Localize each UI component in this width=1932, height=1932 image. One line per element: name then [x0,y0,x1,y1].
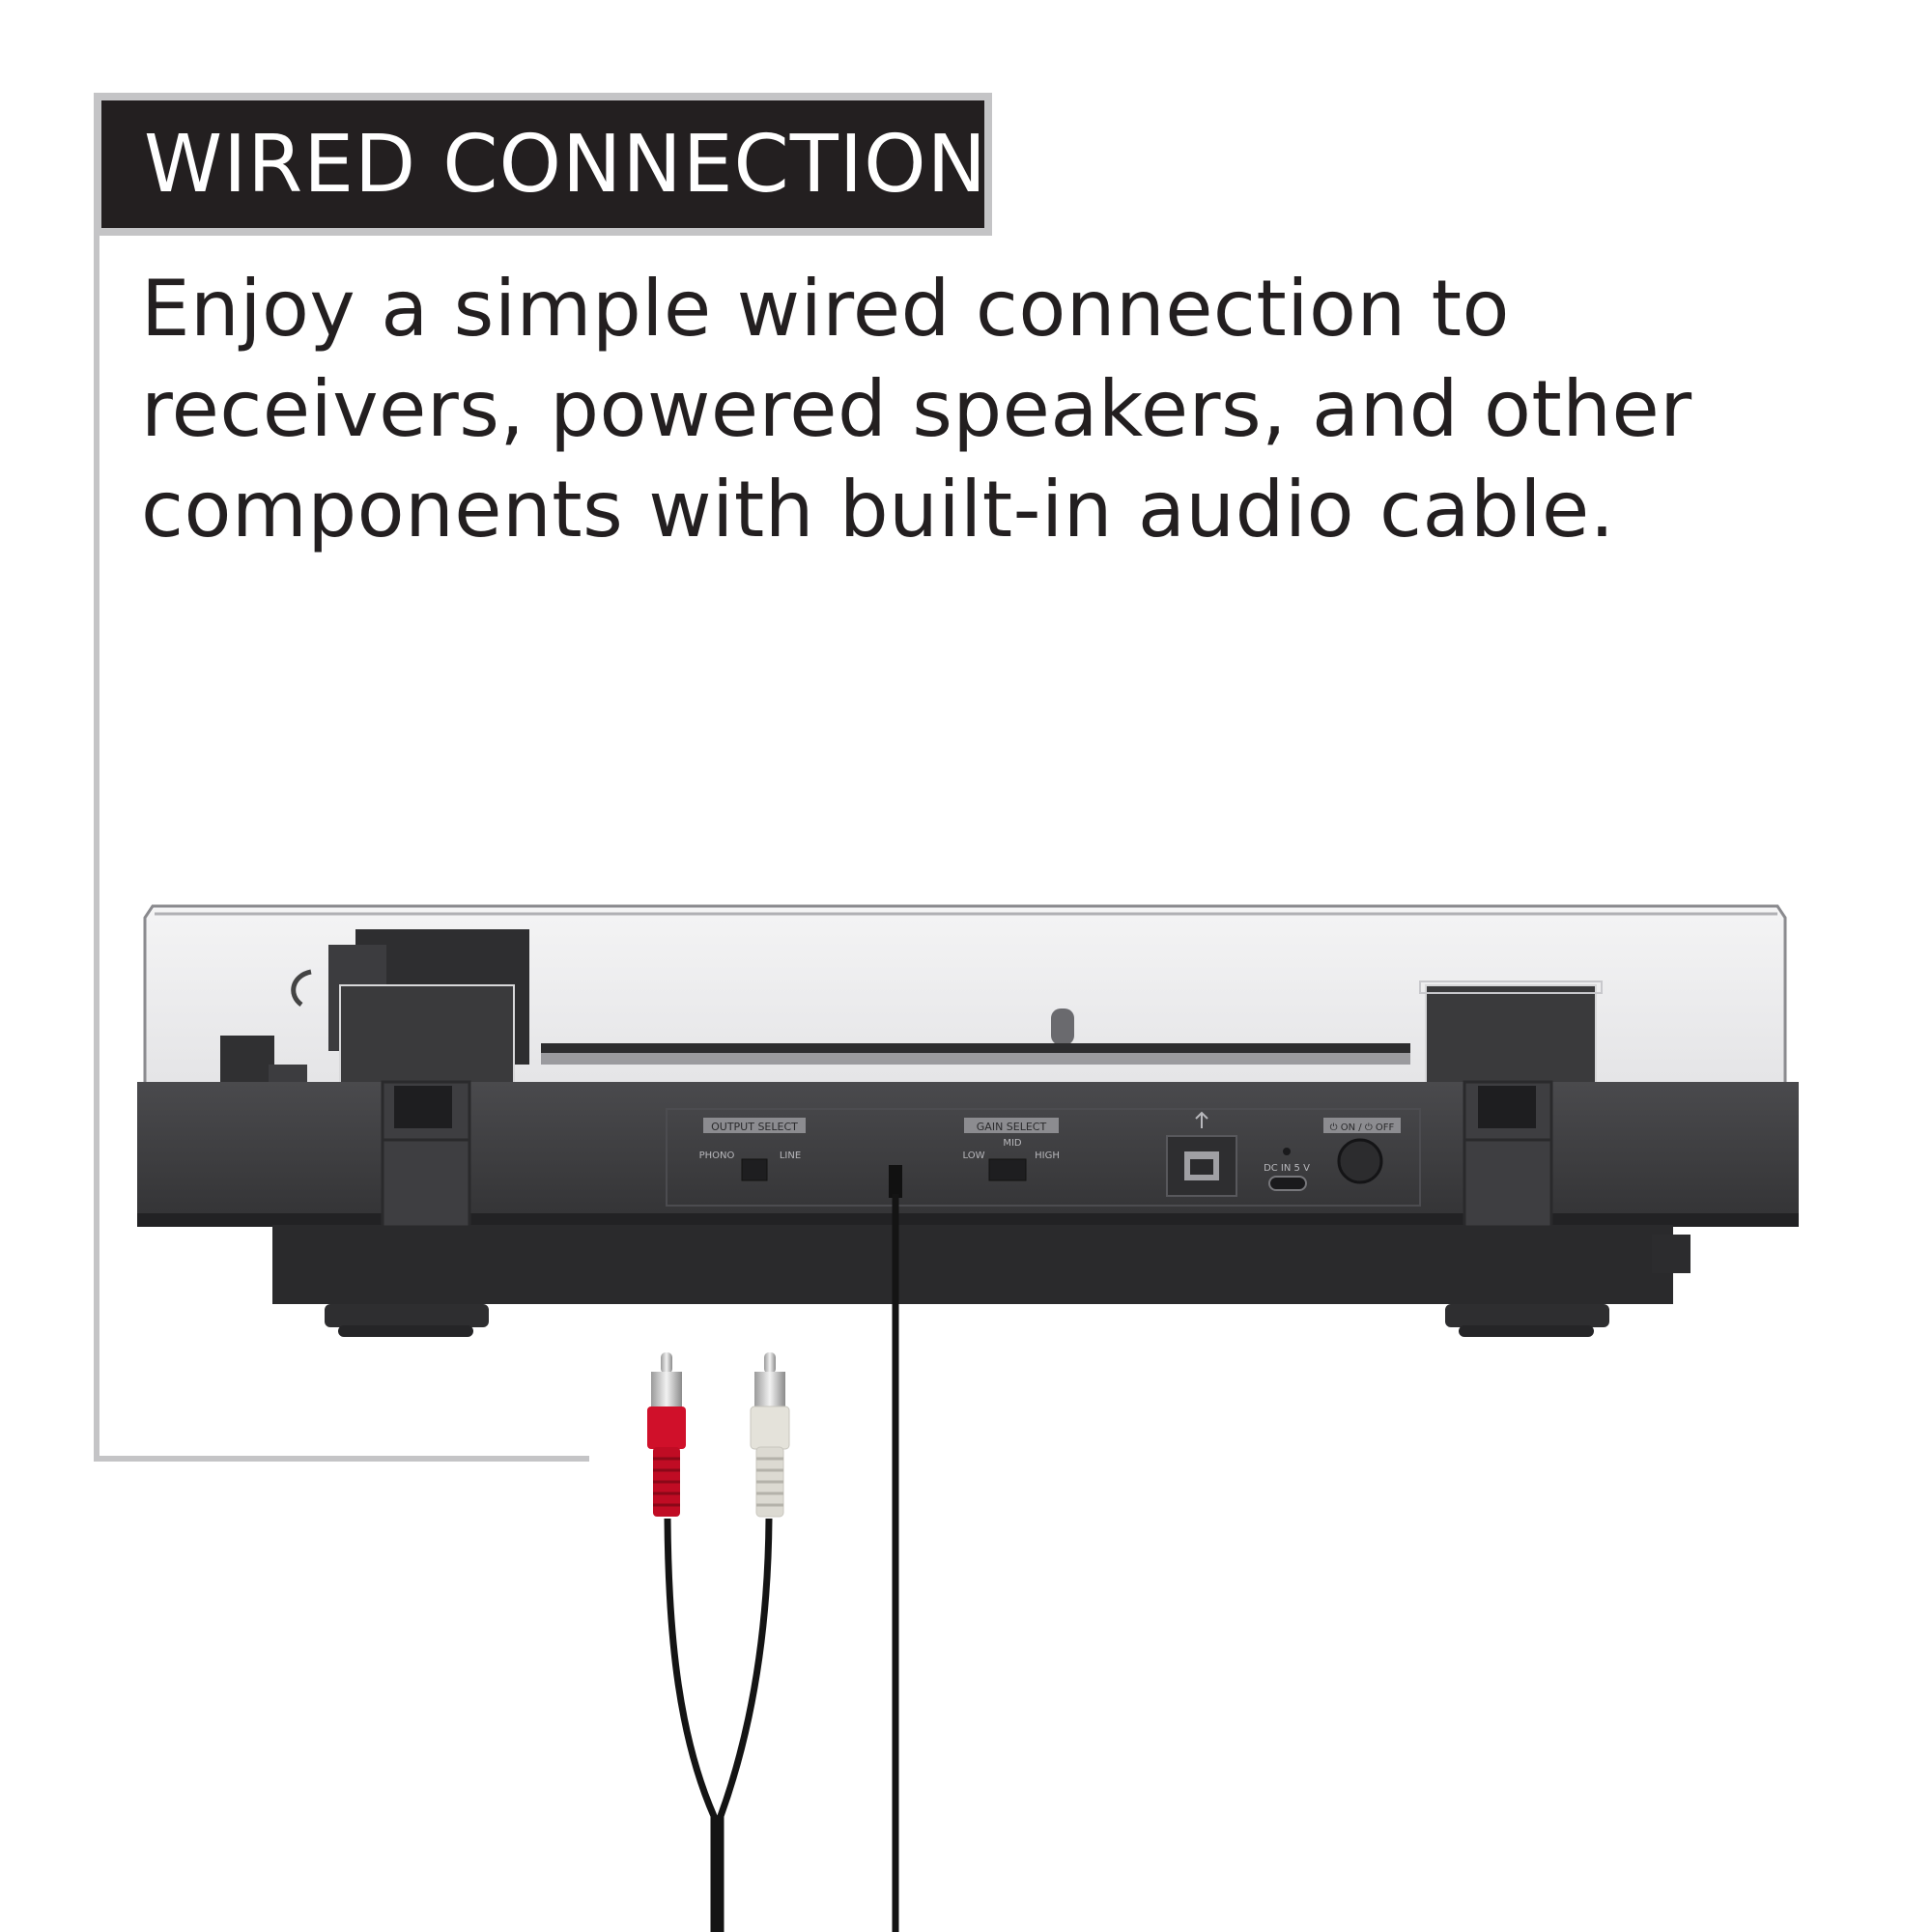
heading: WIRED CONNECTION [101,100,984,228]
hinge-left [339,984,515,1091]
gain-select-switch[interactable]: GAIN SELECT MID LOW HIGH [963,1118,1060,1181]
output-select-switch[interactable]: OUTPUT SELECT PHONO LINE [699,1118,806,1181]
usb-icon [1195,1111,1208,1128]
gain-select-high: HIGH [1035,1151,1060,1161]
spindle [1051,1009,1074,1045]
foot-left [325,1304,489,1337]
hinge-clip-left [381,1080,471,1229]
gain-select-low: LOW [963,1151,985,1161]
dc-in-port[interactable]: DC IN 5 V [1264,1148,1310,1191]
title-box: WIRED CONNECTION [94,93,992,236]
description-line: receivers, powered speakers, and other [141,364,1692,454]
usb-port[interactable] [1166,1111,1237,1197]
foot-right [1445,1304,1609,1337]
dc-in-label: DC IN 5 V [1264,1163,1310,1174]
description: Enjoy a simple wired connection to recei… [141,259,1861,560]
frame-line-bottom [94,1456,589,1462]
power-button[interactable]: ⏻ ON / ⏻ OFF [1323,1118,1401,1184]
description-line: Enjoy a simple wired connection to [141,264,1510,354]
rca-plug-white [750,1352,790,1518]
hinge-clip-right [1463,1080,1553,1229]
output-select-label: OUTPUT SELECT [711,1121,798,1133]
output-select-line: LINE [780,1151,801,1161]
platter-edge [541,1053,1410,1065]
turntable-illustration: OUTPUT SELECT PHONO LINE GAIN SELECT MID… [137,904,1799,1932]
output-select-phono: PHONO [699,1151,735,1161]
audio-cable [889,1165,902,1932]
rca-plug-red [647,1352,686,1517]
description-line: components with built-in audio cable. [141,465,1615,554]
hinge-right [1419,980,1603,1091]
gain-select-label: GAIN SELECT [977,1121,1047,1133]
power-label: ⏻ ON / ⏻ OFF [1330,1122,1395,1133]
frame-line-left [94,93,99,1462]
gain-select-mid: MID [1003,1138,1022,1149]
rca-split-cable [664,1518,773,1932]
